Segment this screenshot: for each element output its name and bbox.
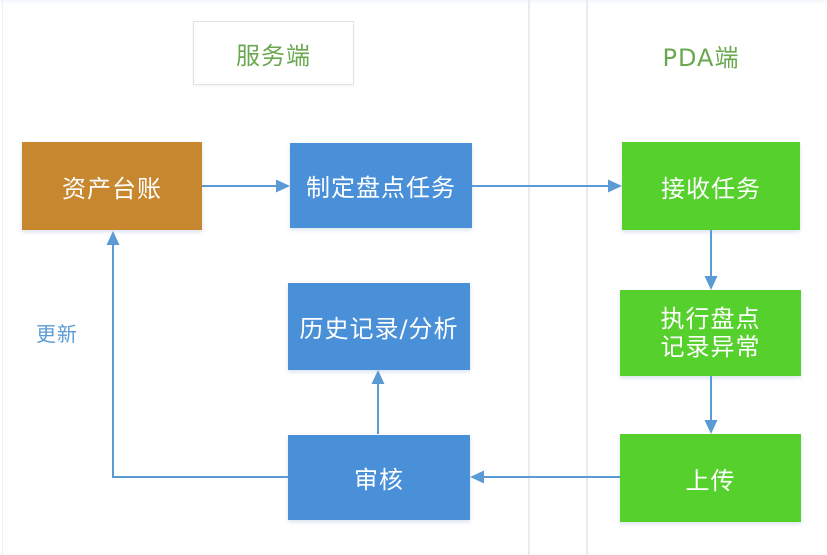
edge-review-to-asset — [106, 231, 288, 478]
node-upload-label: 上传 — [685, 466, 736, 495]
node-execute-count[interactable]: 执行盘点 记录异常 — [620, 290, 801, 376]
edge-create-to-receive — [472, 179, 622, 193]
node-create-task[interactable]: 制定盘点任务 — [290, 143, 472, 228]
edge-asset-to-create — [202, 179, 290, 193]
left-edge-border — [2, 0, 3, 555]
node-review-label: 审核 — [354, 466, 404, 494]
node-create-task-label: 制定盘点任务 — [306, 174, 456, 202]
node-receive-task-label: 接收任务 — [661, 174, 761, 203]
node-receive-task[interactable]: 接收任务 — [622, 142, 800, 230]
node-execute-count-label: 执行盘点 记录异常 — [661, 305, 761, 362]
lane-label-server-text: 服务端 — [236, 41, 311, 70]
node-review[interactable]: 审核 — [288, 435, 470, 520]
lane-label-pda: PDA端 — [631, 40, 771, 72]
node-history-analysis-label: 历史记录/分析 — [299, 315, 459, 343]
node-execute-count-line2: 记录异常 — [660, 333, 761, 361]
edge-upload-to-review — [470, 470, 620, 484]
lane-label-server: 服务端 — [193, 21, 354, 85]
top-edge-tint — [0, 0, 827, 5]
edge-execute-to-upload — [704, 376, 718, 434]
node-upload[interactable]: 上传 — [620, 434, 801, 522]
edge-receive-to-execute — [704, 230, 718, 290]
node-history-analysis[interactable]: 历史记录/分析 — [288, 283, 470, 370]
lane-label-pda-text: PDA端 — [662, 43, 740, 72]
node-asset-ledger[interactable]: 资产台账 — [22, 142, 202, 230]
node-asset-ledger-label: 资产台账 — [62, 174, 162, 203]
lane-divider-left — [528, 0, 530, 555]
edge-review-to-history — [371, 370, 385, 434]
node-execute-count-line1: 执行盘点 — [660, 304, 761, 333]
lane-divider-right — [586, 0, 588, 555]
edge-label-update: 更新 — [36, 322, 78, 346]
